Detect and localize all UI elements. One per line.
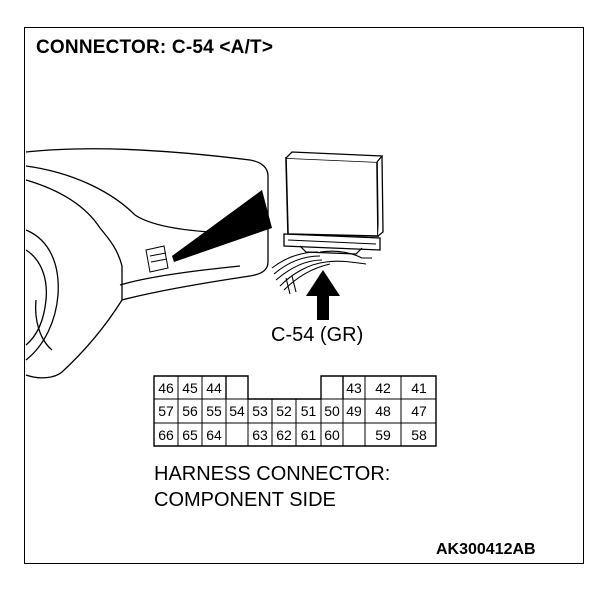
pin-52: 52 <box>276 403 292 419</box>
pin-53: 53 <box>252 403 268 419</box>
wire-harness <box>271 250 372 295</box>
diagram-title: CONNECTOR: C-54 <A/T> <box>36 37 274 58</box>
pin-56: 56 <box>182 403 198 419</box>
pin-49: 49 <box>346 403 362 419</box>
pin-66: 66 <box>158 427 174 443</box>
connector-grid <box>154 376 436 446</box>
pointer-arrow <box>306 270 340 320</box>
pin-65: 65 <box>182 427 198 443</box>
pin-54: 54 <box>229 403 245 419</box>
pin-48: 48 <box>375 403 391 419</box>
pin-55: 55 <box>206 403 222 419</box>
pin-51: 51 <box>300 403 317 419</box>
pin-61: 61 <box>300 427 317 443</box>
connector-label: C-54 (GR) <box>271 324 364 346</box>
pin-47: 47 <box>411 403 427 419</box>
pin-62: 62 <box>276 427 292 443</box>
pin-46: 46 <box>158 380 174 396</box>
pin-60: 60 <box>324 427 340 443</box>
pin-63: 63 <box>252 427 268 443</box>
pin-42: 42 <box>375 380 391 396</box>
pin-58: 58 <box>411 427 427 443</box>
dashboard-outline <box>25 148 269 379</box>
pin-50: 50 <box>324 403 340 419</box>
caption-line-1: HARNESS CONNECTOR: <box>154 463 391 485</box>
pin-57: 57 <box>158 403 174 419</box>
pin-59: 59 <box>375 427 391 443</box>
figure-code: AK300412AB <box>436 541 536 558</box>
control-module <box>283 151 384 255</box>
callout-wedge <box>172 190 272 262</box>
connector-location-mark <box>145 245 169 273</box>
connector-caption: HARNESS CONNECTOR: COMPONENT SIDE <box>154 461 390 513</box>
caption-line-2: COMPONENT SIDE <box>154 489 336 511</box>
pin-45: 45 <box>182 380 198 396</box>
pin-44: 44 <box>206 380 222 396</box>
empty-cavity <box>227 424 247 445</box>
diagram-frame <box>24 27 584 564</box>
pin-41: 41 <box>411 380 427 396</box>
empty-cavity <box>344 424 364 445</box>
pin-43: 43 <box>346 380 362 396</box>
pin-64: 64 <box>206 427 222 443</box>
